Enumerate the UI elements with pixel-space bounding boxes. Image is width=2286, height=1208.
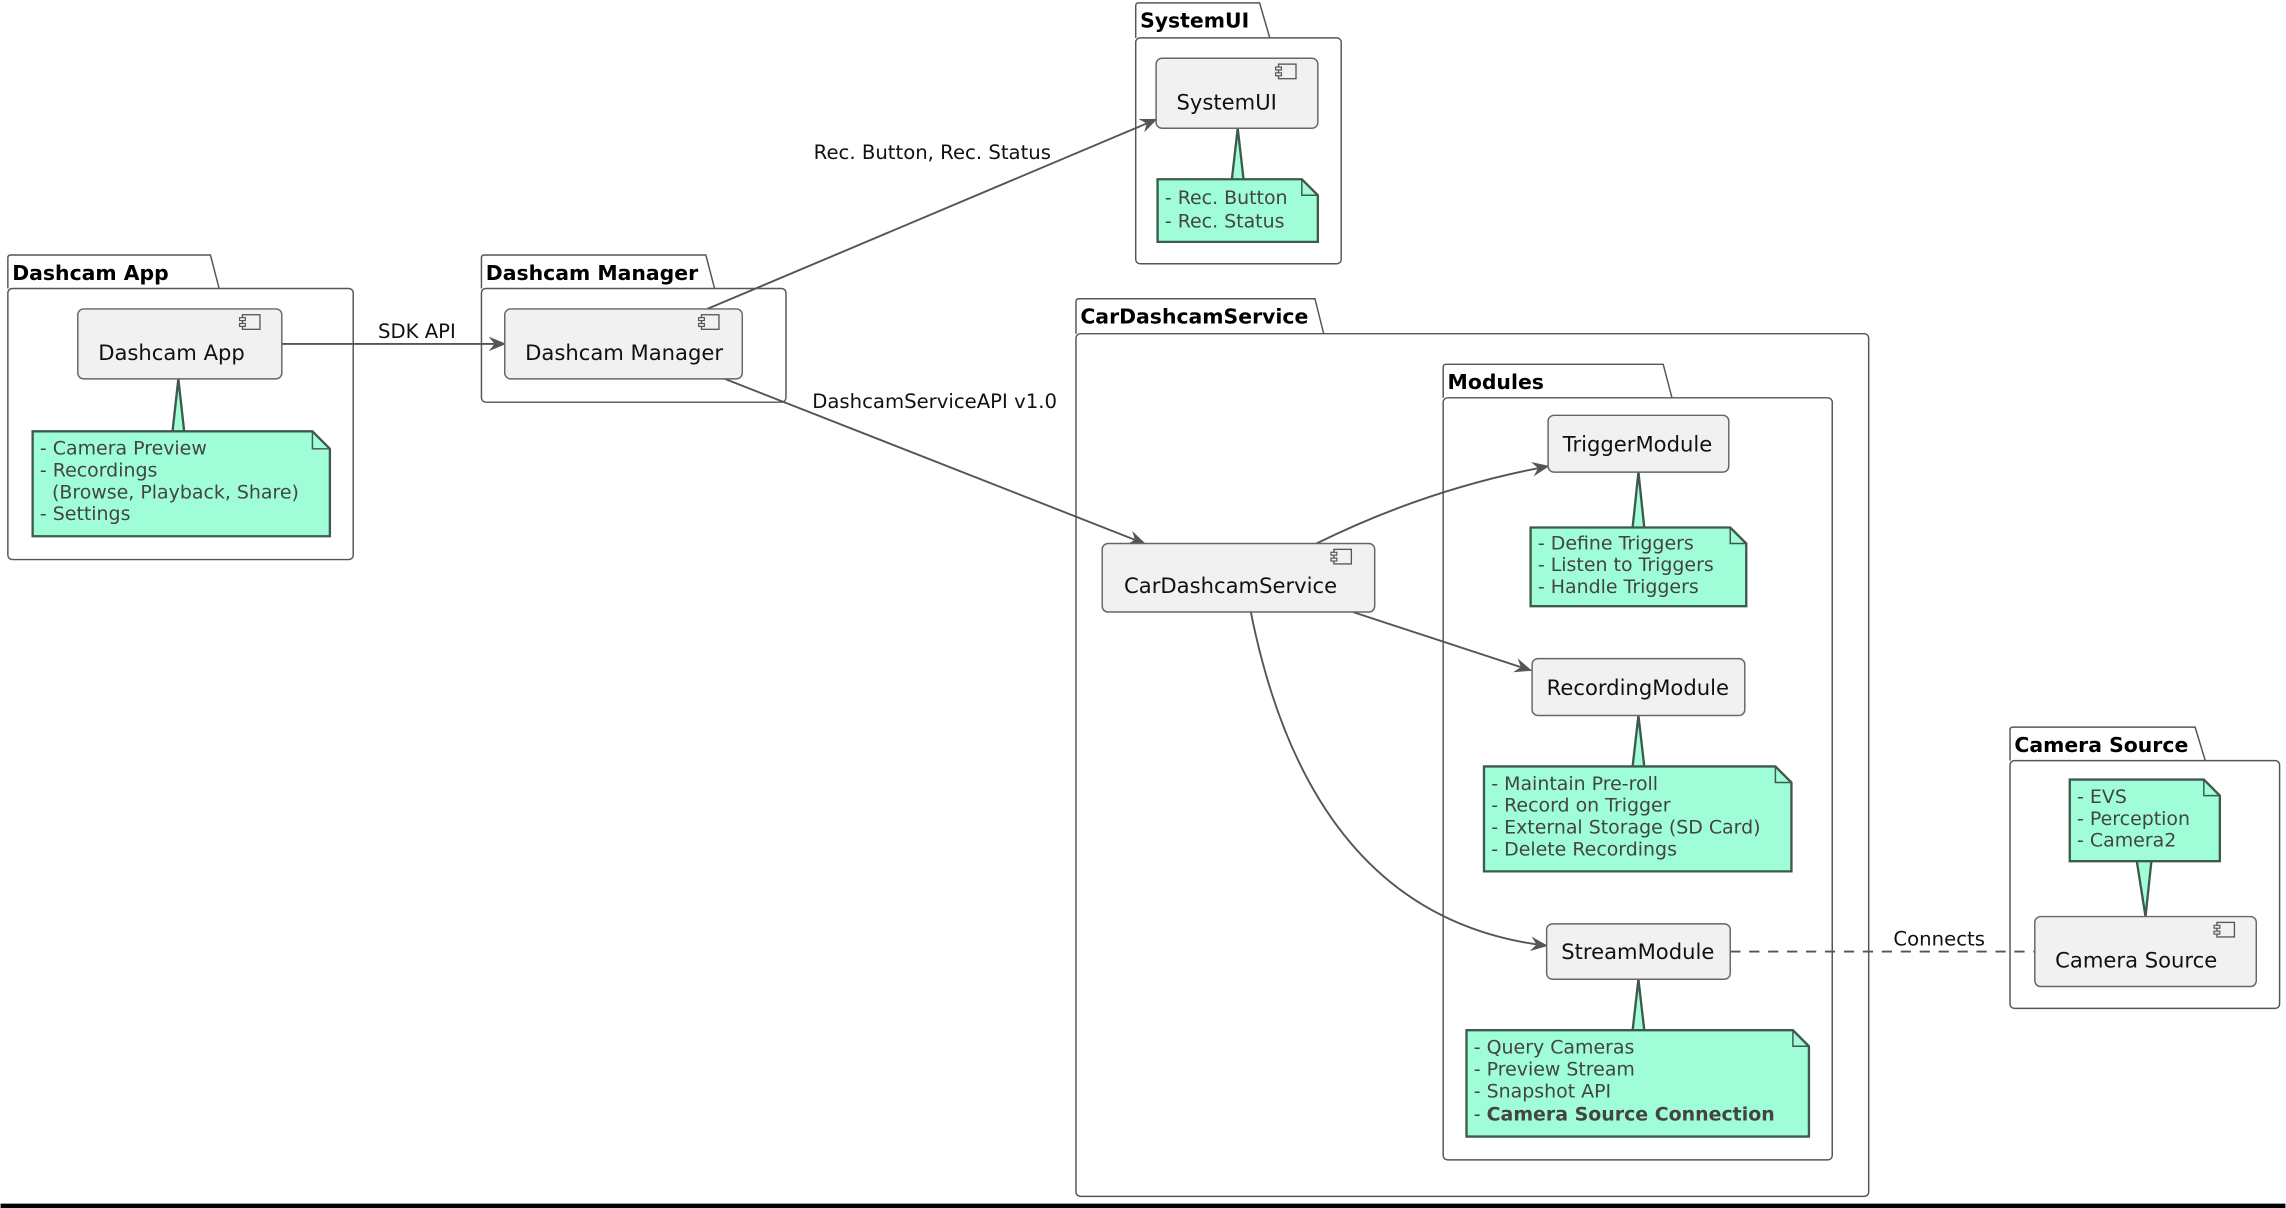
svg-text:- Rec. Button- Rec. Status: - Rec. Button- Rec. Status [1165, 187, 1288, 232]
package-title: Modules [1448, 370, 1544, 394]
edge-to-recording [1352, 611, 1532, 673]
note-trigger-module: - Define Triggers- Listen to Triggers- H… [1529, 526, 1748, 608]
component-trigger-module[interactable]: TriggerModule [1547, 414, 1730, 473]
edge-to-stream [1249, 611, 1549, 952]
component-icon [697, 314, 720, 330]
component-camera-source[interactable]: Camera Source [2034, 915, 2258, 988]
component-label: TriggerModule [1562, 432, 1713, 457]
component-label: Dashcam Manager [525, 340, 723, 365]
component-stream-module[interactable]: StreamModule [1545, 923, 1731, 980]
component-recording-module[interactable]: RecordingModule [1531, 657, 1746, 717]
package-title: Camera Source [2014, 733, 2188, 757]
component-label: Dashcam App [98, 340, 245, 365]
note-recording-module: - Maintain Pre-roll- Record on Trigger- … [1482, 765, 1793, 873]
component-dashcam-app[interactable]: Dashcam App [77, 308, 283, 380]
note-stream-module: - Query Cameras- Preview Stream- Snapsho… [1465, 1029, 1811, 1138]
package-title: Dashcam App [12, 261, 169, 285]
edge-label: Rec. Button, Rec. Status [814, 141, 1051, 164]
component-icon [238, 314, 261, 330]
edge-to-trigger [1315, 462, 1550, 545]
svg-text:- Maintain Pre-roll- Record on: - Maintain Pre-roll- Record on Trigger- … [1491, 773, 1760, 861]
note-dashcam-app: - Camera Preview- Recordings (Browse, Pl… [31, 430, 332, 538]
svg-text:- Define Triggers- Listen to T: - Define Triggers- Listen to Triggers- H… [1538, 532, 1714, 598]
edge-service-api: DashcamServiceAPI v1.0 [724, 377, 1146, 545]
bottom-border [0, 1203, 2286, 1208]
edge-label: SDK API [378, 320, 456, 343]
component-label: CarDashcamService [1124, 573, 1337, 598]
edge-sdk-api: SDK API [281, 320, 507, 352]
note-systemui: - Rec. Button- Rec. Status [1156, 178, 1320, 244]
component-label: SystemUI [1177, 89, 1277, 114]
edge-label: DashcamServiceAPI v1.0 [812, 390, 1057, 413]
edge-label: Connects [1893, 928, 1985, 951]
component-icon [1274, 63, 1297, 80]
component-icon [1330, 548, 1353, 565]
component-car-dashcam-service[interactable]: CarDashcamService [1101, 542, 1376, 613]
edge-connects: Connects [1730, 928, 2035, 953]
package-title: SystemUI [1140, 9, 1249, 33]
svg-text:- EVS- Perception- Camera2: - EVS- Perception- Camera2 [2077, 786, 2190, 852]
package-title: CarDashcamService [1080, 304, 1308, 328]
component-icon [2213, 921, 2236, 938]
component-label: Camera Source [2055, 948, 2217, 973]
component-label: RecordingModule [1547, 675, 1729, 700]
component-label: StreamModule [1561, 939, 1714, 964]
note-camera-source: - EVS- Perception- Camera2 [2068, 778, 2222, 863]
component-dashcam-manager[interactable]: Dashcam Manager [504, 308, 744, 380]
package-title: Dashcam Manager [486, 261, 698, 285]
component-systemui[interactable]: SystemUI [1155, 57, 1319, 129]
edge-rec: Rec. Button, Rec. Status [706, 118, 1158, 310]
svg-text:- Camera Preview- Recordings: - Camera Preview- Recordings (Browse, Pl… [40, 438, 299, 526]
svg-text:- Query Cameras- Preview Strea: - Query Cameras- Preview Stream- Snapsho… [1474, 1037, 1775, 1126]
